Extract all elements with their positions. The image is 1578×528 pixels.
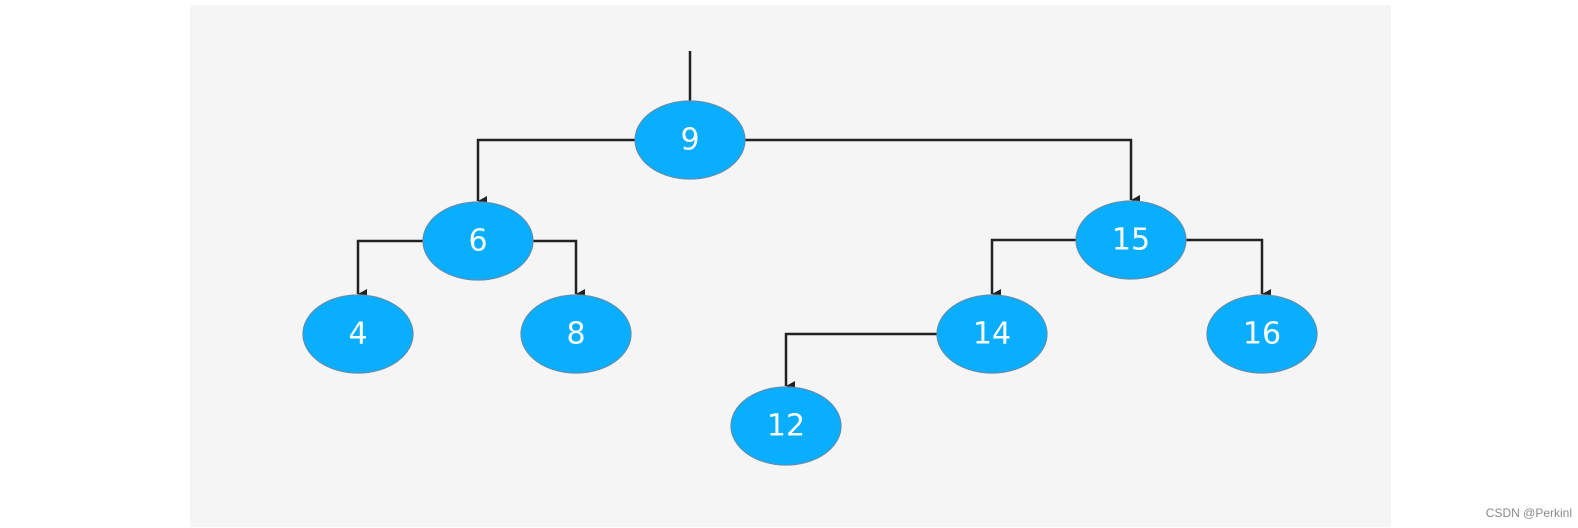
node-ellipse [936,294,1048,374]
node-ellipse [302,294,414,374]
node-ellipse [1075,200,1187,280]
tree-node-9: 9 [634,100,746,180]
edges [356,138,1271,391]
tree-node-15: 15 [1075,200,1187,280]
edge-arrow-6-to-4 [356,239,423,299]
tree-node-8: 8 [520,294,632,374]
edge-arrow-9-to-6 [476,138,635,206]
tree-node-4: 4 [302,294,414,374]
nodes: 9 6 15 4 8 14 [302,100,1318,466]
watermark-text: CSDN @Perkinl [1485,506,1572,520]
node-label: 12 [767,409,805,444]
tree-node-14: 14 [936,294,1048,374]
tree-node-16: 16 [1206,294,1318,374]
edge-arrow-6-to-8 [533,239,585,299]
tree-node-12: 12 [730,386,842,466]
node-ellipse [634,100,746,180]
edge-arrow-14-to-12 [784,332,937,391]
edge-arrow-15-to-14 [990,238,1076,299]
node-ellipse [520,294,632,374]
edge-arrow-9-to-15 [745,138,1140,205]
node-label: 4 [348,317,367,352]
node-label: 6 [468,224,487,259]
node-ellipse [730,386,842,466]
node-ellipse [422,201,534,281]
node-ellipse [1206,294,1318,374]
node-label: 16 [1243,317,1281,352]
tree-node-6: 6 [422,201,534,281]
edge-arrow-15-to-16 [1186,238,1271,299]
node-label: 15 [1112,223,1150,258]
node-label: 14 [973,317,1011,352]
node-label: 9 [680,123,699,158]
node-label: 8 [566,317,585,352]
